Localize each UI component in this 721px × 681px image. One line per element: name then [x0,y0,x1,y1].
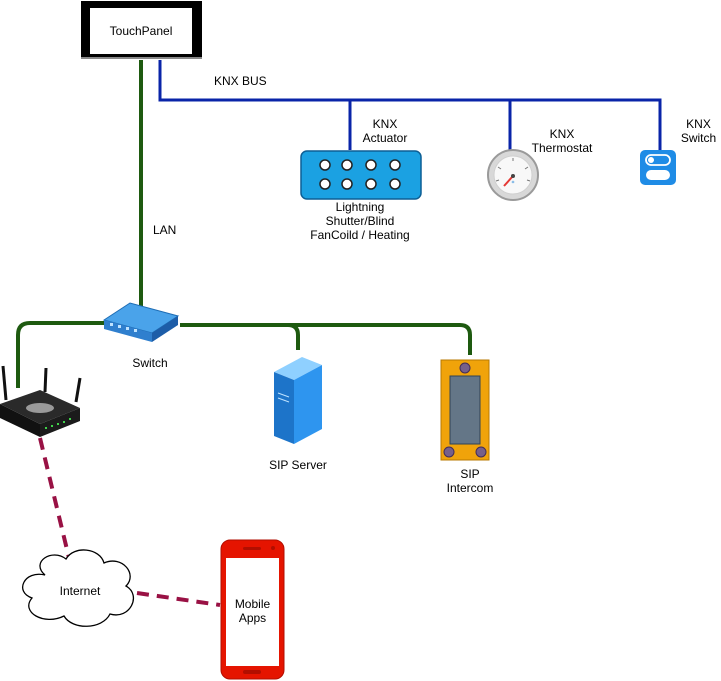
knx-switch-title-line2: Switch [680,131,717,145]
server-icon[interactable] [274,357,322,444]
actuator-caption-line2: Shutter/Blind [325,214,395,228]
toggle-switch-icon[interactable] [640,150,676,185]
knx-switch-title: KNX Switch [676,117,721,145]
internet-links [38,437,221,607]
lan-label: LAN [153,223,177,237]
knx-actuator-title-line1: KNX [372,117,398,131]
lan-links [16,60,472,388]
sip-intercom-label-line2: Intercom [446,481,494,495]
touchpanel-icon[interactable] [81,1,202,59]
smartphone-icon[interactable] [220,539,285,680]
actuator-caption-line1: Lightning [335,200,385,214]
knx-bus-main [158,60,662,150]
intercom-icon[interactable] [440,359,490,461]
knx-bus-label: KNX BUS [214,74,267,88]
mobile-label-line2: Apps [238,611,267,625]
knx-actuator-caption: Lightning Shutter/Blind FanCoild / Heati… [300,200,420,242]
lan-server-drop [287,323,300,350]
svg-text:*: * [512,180,515,187]
router-icon[interactable] [0,365,82,437]
knx-thermostat-title: KNX Thermostat [522,127,602,155]
lan-switch-server-intercom [180,323,472,355]
sip-intercom-label: SIP Intercom [440,467,500,495]
actuator-icon[interactable] [300,150,422,200]
thermostat-icon[interactable]: * [487,149,539,201]
switch-label: Switch [132,356,168,370]
sip-server-label: SIP Server [269,458,327,472]
link-internet-mobile [136,591,221,607]
knx-actuator-title-line2: Actuator [362,131,408,145]
knx-switch-title-line1: KNX [686,117,711,131]
knx-actuator-title: KNX Actuator [360,117,410,145]
network-switch-icon[interactable] [102,302,180,342]
link-router-internet [38,437,72,563]
lan-switch-router [16,321,110,388]
actuator-caption-line3: FanCoild / Heating [310,228,410,242]
mobile-label-line1: Mobile [234,597,271,611]
cloud-icon[interactable] [22,549,135,627]
sip-intercom-label-line1: SIP [460,467,480,481]
internet-label: Internet [59,584,101,598]
mobile-apps-label: Mobile Apps [226,597,279,625]
knx-thermostat-title-line1: KNX [549,127,575,141]
touchpanel-label: TouchPanel [109,24,173,38]
knx-bus-lines [158,60,662,150]
knx-thermostat-title-line2: Thermostat [531,141,593,155]
